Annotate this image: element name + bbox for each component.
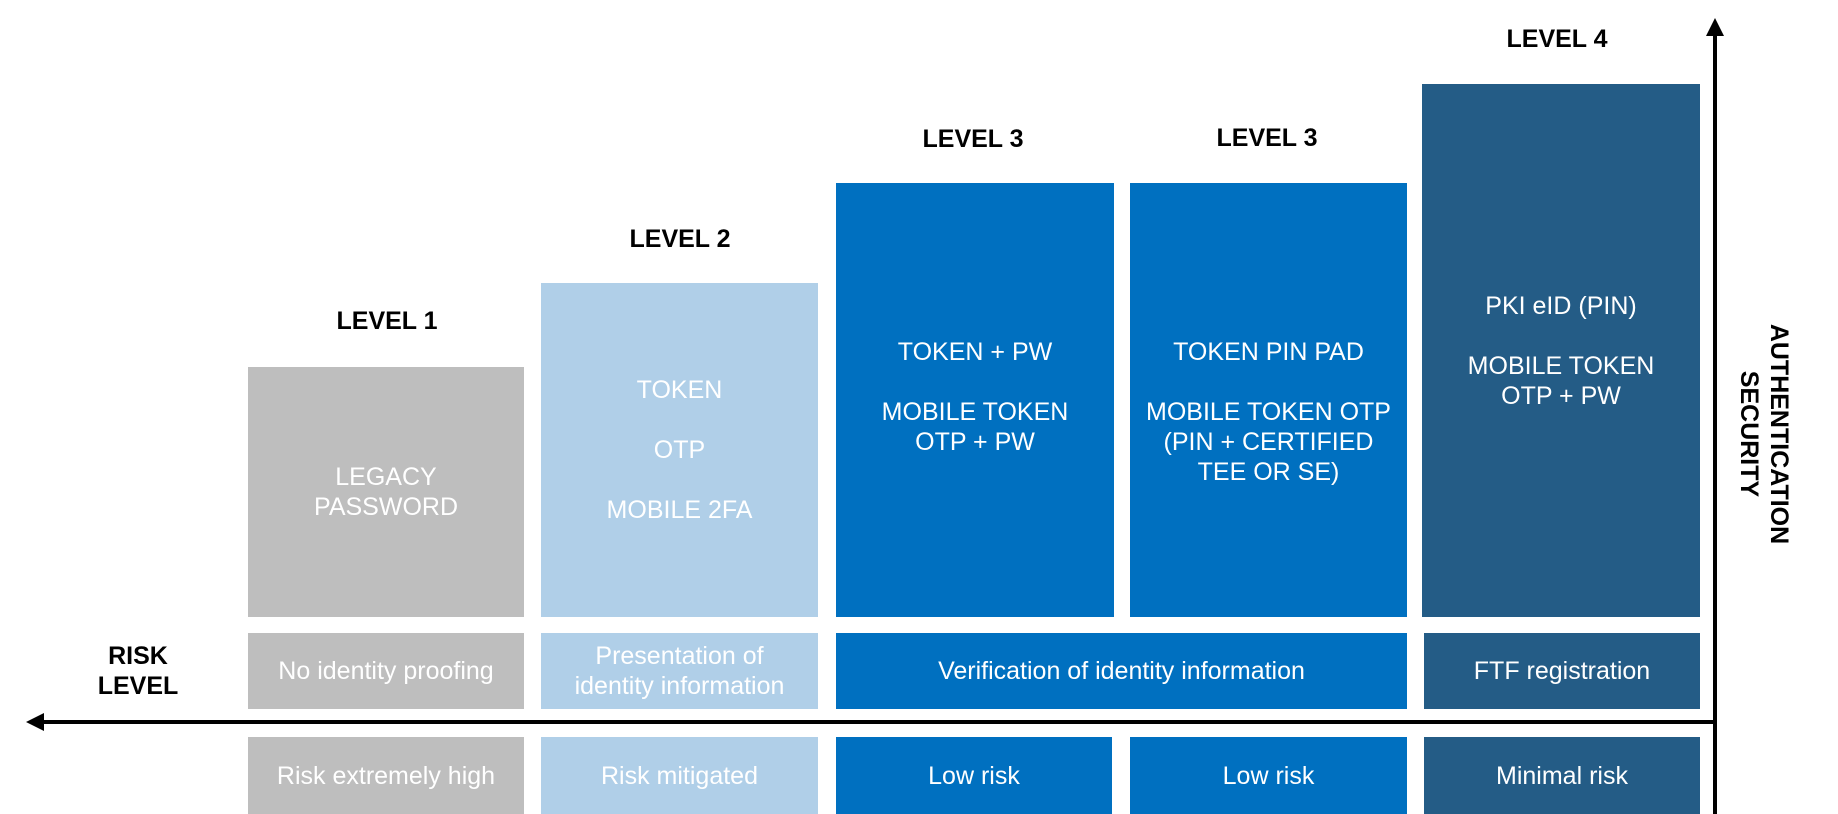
level-4-method-line: OTP + PW — [1501, 382, 1621, 410]
level-1-risk-box: Risk extremely high — [248, 737, 524, 814]
level-2-risk-text: Risk mitigated — [601, 761, 758, 790]
risk-axis-arrowhead — [26, 713, 44, 731]
level-3a-risk-text: Low risk — [928, 761, 1020, 790]
level-2-identity-box: Presentation of identity information — [541, 633, 818, 709]
level-1-method-line: LEGACY — [335, 463, 437, 491]
level-1-identity-text: No identity proofing — [278, 657, 494, 685]
level-2-identity-line: Presentation of — [595, 642, 764, 670]
risk-level-label-line: LEVEL — [97, 672, 179, 700]
level-4-method-line: MOBILE TOKEN — [1467, 352, 1655, 380]
level-4-risk-text: Minimal risk — [1496, 761, 1628, 790]
level-4-method-line: PKI eID (PIN) — [1485, 292, 1637, 320]
level-1-method-box: LEGACY PASSWORD — [248, 367, 524, 617]
level-4-identity-box: FTF registration — [1424, 633, 1700, 709]
level-4-heading: LEVEL 4 — [1506, 25, 1608, 53]
level-3-identity-box: Verification of identity information — [836, 633, 1407, 709]
level-3b-risk-text: Low risk — [1222, 761, 1315, 790]
authentication-security-label-line: AUTHENTICATION — [1765, 323, 1793, 545]
level-4-risk-box: Minimal risk — [1424, 737, 1700, 814]
level-3-identity-text: Verification of identity information — [938, 657, 1305, 685]
level-4-identity-text: FTF registration — [1473, 657, 1651, 685]
level-4-method-box: PKI eID (PIN) MOBILE TOKEN OTP + PW — [1422, 84, 1700, 617]
level-3a-heading: LEVEL 3 — [922, 125, 1024, 153]
level-1-method-line: PASSWORD — [314, 493, 458, 521]
level-3b-method-box: TOKEN PIN PAD MOBILE TOKEN OTP (PIN + CE… — [1130, 183, 1407, 617]
level-3a-method-line: MOBILE TOKEN — [881, 398, 1069, 426]
level-2-risk-box: Risk mitigated — [541, 737, 818, 814]
authentication-security-label-line: SECURITY — [1735, 370, 1763, 498]
risk-level-label-line: RISK — [108, 642, 168, 670]
level-3a-method-line: OTP + PW — [915, 428, 1035, 456]
level-3a-method-line: TOKEN + PW — [897, 338, 1053, 366]
level-1-identity-box: No identity proofing — [248, 633, 524, 709]
level-1-risk-text: Risk extremely high — [276, 761, 496, 790]
risk-level-label: RISK LEVEL — [78, 641, 198, 701]
level-2-method-box: TOKEN OTP MOBILE 2FA — [541, 283, 818, 617]
level-2-method-line: OTP — [653, 436, 706, 464]
level-2-method-line: TOKEN — [636, 376, 723, 404]
level-1-heading: LEVEL 1 — [336, 307, 438, 335]
level-3b-method-line: TOKEN PIN PAD — [1173, 338, 1364, 366]
level-3b-method-line: MOBILE TOKEN OTP — [1146, 398, 1391, 426]
level-3b-method-line: TEE OR SE) — [1197, 458, 1340, 486]
level-3b-risk-box: Low risk — [1130, 737, 1407, 814]
level-2-identity-line: identity information — [574, 672, 785, 700]
authentication-security-label: AUTHENTICATION SECURITY — [1730, 314, 1794, 554]
security-axis-arrowhead — [1706, 18, 1724, 36]
level-3a-risk-box: Low risk — [836, 737, 1112, 814]
level-3a-method-box: TOKEN + PW MOBILE TOKEN OTP + PW — [836, 183, 1114, 617]
level-3b-method-line: (PIN + CERTIFIED — [1163, 428, 1374, 456]
level-2-heading: LEVEL 2 — [629, 225, 731, 253]
level-2-method-line: MOBILE 2FA — [606, 496, 753, 524]
level-3b-heading: LEVEL 3 — [1216, 124, 1318, 152]
